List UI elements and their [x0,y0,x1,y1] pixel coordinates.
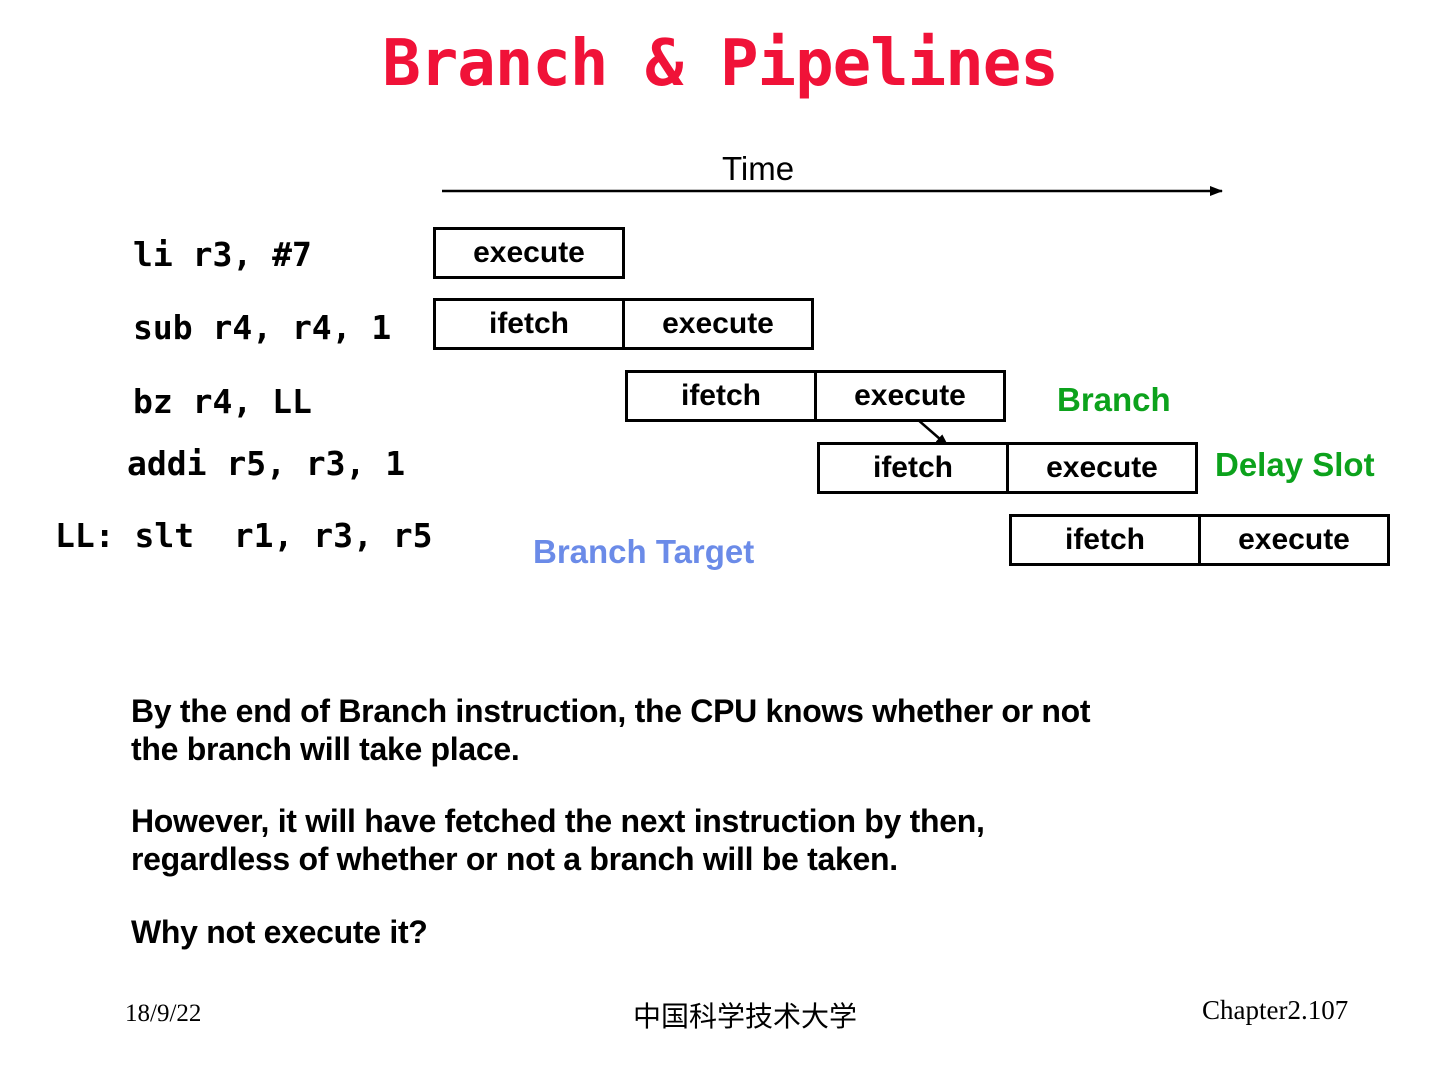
stage-cell-execute: execute [1006,442,1198,494]
body-line: Why not execute it? [131,914,428,950]
body-line: By the end of Branch instruction, the CP… [131,693,1091,729]
branch-target-annotation: Branch Target [533,533,755,570]
instruction-addi: addi r5, r3, 1 [127,444,406,483]
body-paragraph-1: By the end of Branch instruction, the CP… [131,692,1091,768]
stage-cell-ifetch: ifetch [1009,514,1201,566]
body-line: However, it will have fetched the next i… [131,803,985,839]
stage-cell-ifetch: ifetch [817,442,1009,494]
instruction-li: li r3, #7 [133,235,312,274]
instruction-bz: bz r4, LL [133,382,312,421]
pipeline-row-addi: ifetch execute [817,442,1198,494]
footer-institution: 中国科学技术大学 [632,1001,858,1032]
time-axis-label: Time [722,150,795,187]
body-line: regardless of whether or not a branch wi… [131,841,898,877]
stage-cell-execute: execute [1198,514,1390,566]
footer-chapter: Chapter2.107 [1202,995,1349,1025]
instruction-sub: sub r4, r4, 1 [133,308,392,347]
footer-date: 18/9/22 [125,1000,202,1027]
stage-cell-execute: execute [622,298,814,350]
stage-cell-execute: execute [433,227,625,279]
slide-title: Branch & Pipelines [382,27,1059,101]
pipeline-row-sub: ifetch execute [433,298,814,350]
stage-cell-execute: execute [814,370,1006,422]
pipeline-row-li: execute [433,227,625,279]
instruction-slt: LL: slt r1, r3, r5 [55,516,433,555]
body-line: the branch will take place. [131,731,520,767]
pipeline-row-slt: ifetch execute [1009,514,1390,566]
stage-cell-ifetch: ifetch [433,298,625,350]
stage-cell-ifetch: ifetch [625,370,817,422]
pipeline-row-bz: ifetch execute [625,370,1006,422]
delay-slot-annotation: Delay Slot [1215,446,1375,483]
body-paragraph-3: Why not execute it? [131,913,428,951]
branch-annotation: Branch [1057,381,1171,418]
body-paragraph-2: However, it will have fetched the next i… [131,802,985,878]
